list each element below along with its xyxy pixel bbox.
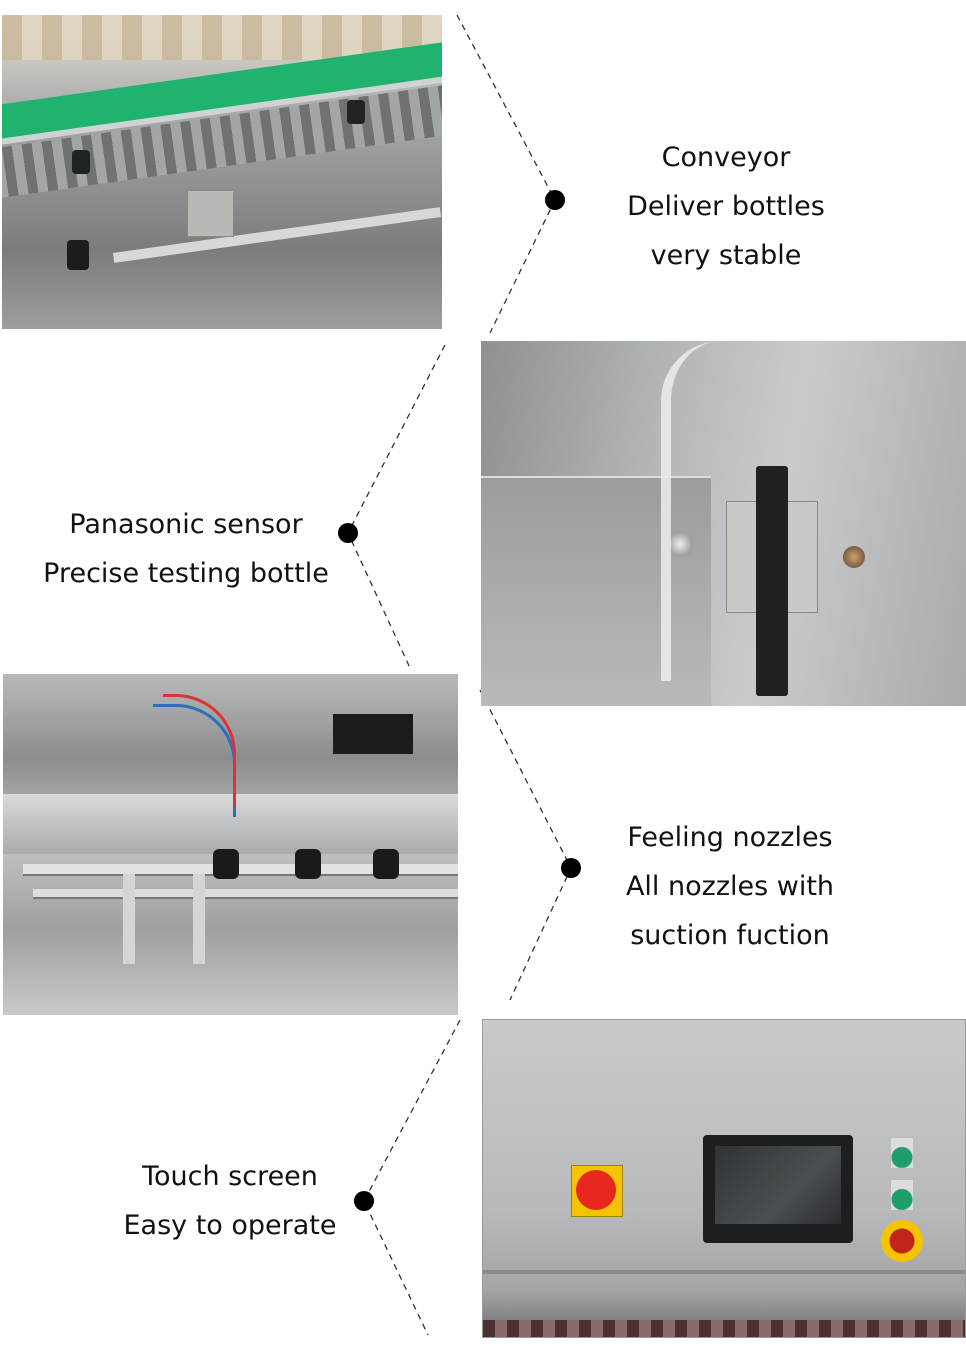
caption-line: Precise testing bottle [43,558,329,589]
marker-dot-4 [354,1191,374,1211]
nozzles-photo [3,674,458,1015]
caption-line: Deliver bottles [627,191,825,222]
marker-dot-3 [561,858,581,878]
conveyor-photo [2,15,442,329]
marker-dot-1 [545,190,565,210]
caption-line: Panasonic sensor [69,509,303,540]
emergency-stop-button [881,1220,923,1262]
caption-line: Feeling nozzles [627,822,833,853]
connector-line-3 [479,689,572,1001]
feature-caption-touch-screen: Touch screen Easy to operate [100,1152,360,1250]
caption-line: Easy to operate [123,1210,337,1241]
caption-line: All nozzles with [625,871,835,902]
connector-line-1 [456,14,556,334]
caption-line: suction fuction [630,920,830,951]
feature-caption-conveyor: Conveyor Deliver bottles very stable [576,133,876,280]
feature-caption-nozzles: Feeling nozzles All nozzles with suction… [580,813,880,960]
connector-line-2 [347,344,446,669]
caption-line: Conveyor [661,142,791,173]
touch-screen-photo [482,1019,966,1338]
caption-line: Touch screen [142,1161,318,1192]
connector-line-4 [363,1019,461,1336]
marker-dot-2 [338,523,358,543]
sensor-photo [481,341,966,706]
feature-caption-sensor: Panasonic sensor Precise testing bottle [20,500,352,598]
caption-line: very stable [650,240,802,271]
